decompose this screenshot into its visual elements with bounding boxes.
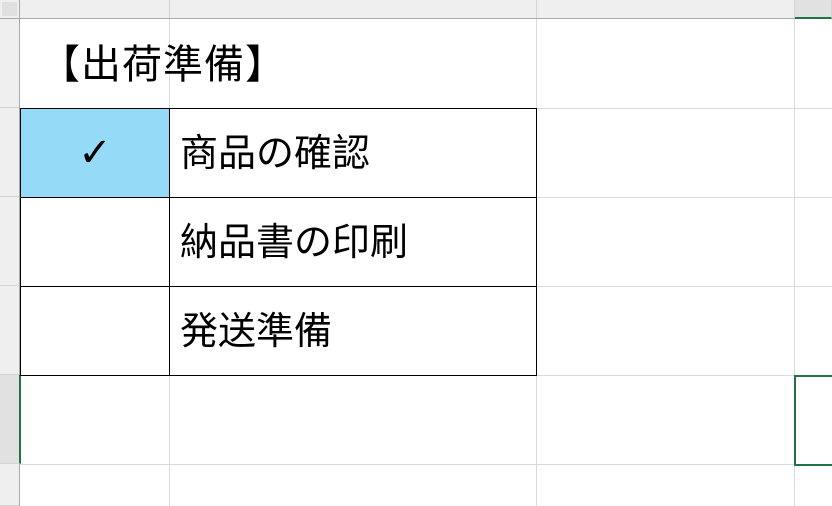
check-cell-2[interactable] <box>20 197 170 287</box>
gridline <box>20 464 832 465</box>
sheet-title[interactable]: 【出荷準備】 <box>40 42 286 88</box>
check-cell-3[interactable] <box>20 286 170 376</box>
column-header-d[interactable] <box>795 0 832 19</box>
task-cell-1[interactable]: 商品の確認 <box>169 108 537 198</box>
row-header-1[interactable] <box>0 19 19 108</box>
row-header-bar <box>0 19 21 506</box>
column-header-bar <box>0 0 832 19</box>
row-header-5[interactable] <box>0 375 21 464</box>
row-header-6[interactable] <box>0 464 19 506</box>
check-cell-1[interactable]: ✓ <box>20 108 170 198</box>
column-header-b[interactable] <box>170 0 537 18</box>
select-all-button[interactable] <box>0 0 20 19</box>
row-header-2[interactable] <box>0 108 19 197</box>
gridline <box>794 19 795 506</box>
task-cell-2[interactable]: 納品書の印刷 <box>169 197 537 287</box>
column-header-a[interactable] <box>20 0 170 18</box>
task-cell-3[interactable]: 発送準備 <box>169 286 537 376</box>
active-cell-selection[interactable] <box>794 375 832 466</box>
row-header-3[interactable] <box>0 197 19 286</box>
select-all-triangle-icon <box>2 2 17 16</box>
column-header-c[interactable] <box>537 0 795 18</box>
row-header-4[interactable] <box>0 286 19 375</box>
